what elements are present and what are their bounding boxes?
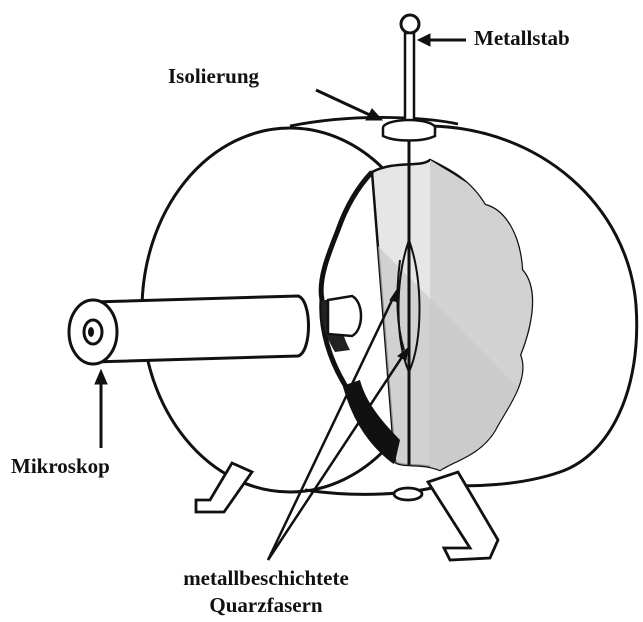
label-quarzfasern: metallbeschichtete Quarzfasern [116, 565, 416, 619]
label-quarzfasern-line1: metallbeschichtete [116, 565, 416, 592]
cutaway-interior [321, 160, 640, 480]
microscope-tube [69, 296, 361, 364]
label-metallstab: Metallstab [474, 26, 570, 50]
label-isolierung: Isolierung [168, 64, 259, 88]
label-mikroskop: Mikroskop [11, 454, 110, 478]
label-quarzfasern-line2: Quarzfasern [116, 592, 416, 619]
